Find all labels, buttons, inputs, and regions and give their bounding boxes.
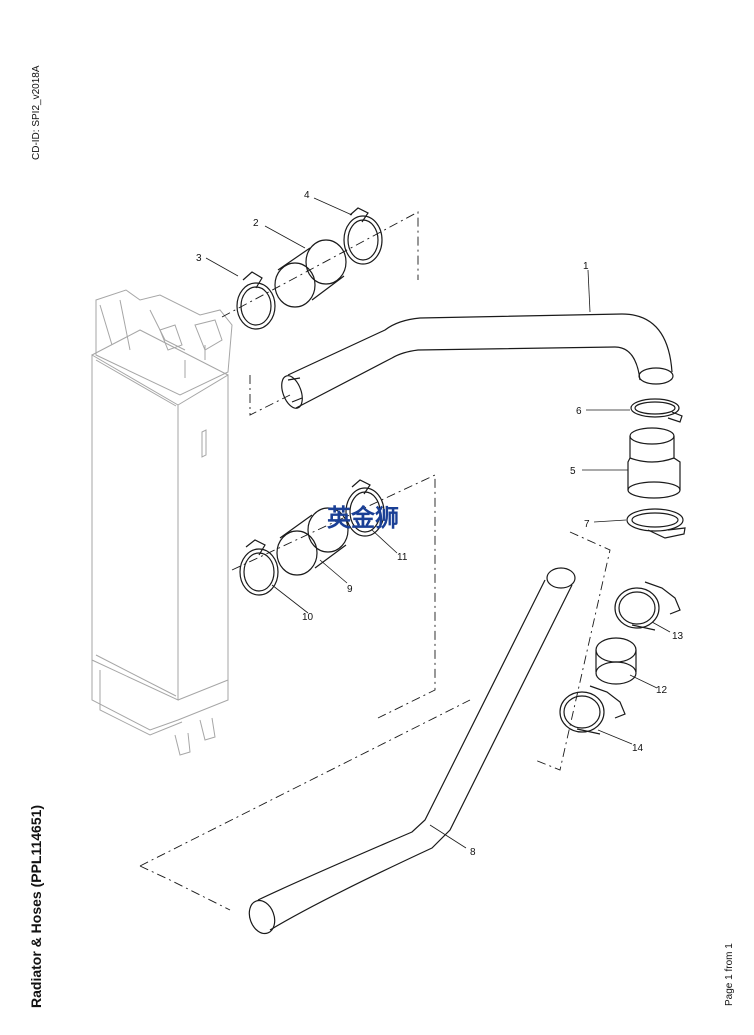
part-7-clamp: [626, 508, 686, 539]
callout-1: 1: [583, 261, 589, 272]
part-13-clamp: [614, 581, 681, 631]
part-9-sleeve: [276, 507, 349, 576]
callout-7: 7: [584, 519, 590, 530]
callout-10: 10: [302, 612, 314, 623]
guide-lines: [139, 211, 611, 911]
part-1-upper-pipe: [281, 313, 674, 409]
callout-9: 9: [347, 584, 353, 595]
leader-lines: [205, 197, 671, 849]
callout-5: 5: [570, 466, 576, 477]
watermark-logo: 英金狮: [327, 504, 399, 532]
part-11-clamp: [345, 479, 385, 537]
callout-8: 8: [470, 847, 476, 858]
callout-4: 4: [304, 190, 310, 201]
callout-labels: 1 2 3 4 5 6 7 8 9 10 11 12 13 14: [196, 190, 684, 858]
part-2-sleeve: [274, 239, 347, 308]
part-8-lower-pipe: [248, 567, 576, 935]
callout-11: 11: [397, 552, 408, 563]
callout-2: 2: [253, 218, 259, 229]
part-10-clamp: [239, 539, 279, 596]
callout-6: 6: [576, 406, 582, 417]
radiator-illustration: [91, 289, 233, 756]
part-12-sleeve: [595, 637, 637, 685]
callout-14: 14: [632, 743, 644, 754]
part-3-clamp: [236, 271, 276, 330]
part-6-clamp: [630, 398, 683, 423]
callout-12: 12: [656, 685, 668, 696]
callout-13: 13: [672, 631, 684, 642]
callout-3: 3: [196, 253, 202, 264]
part-14-clamp: [559, 685, 626, 735]
part-4-clamp: [343, 207, 383, 265]
part-5-reducer: [627, 427, 681, 499]
